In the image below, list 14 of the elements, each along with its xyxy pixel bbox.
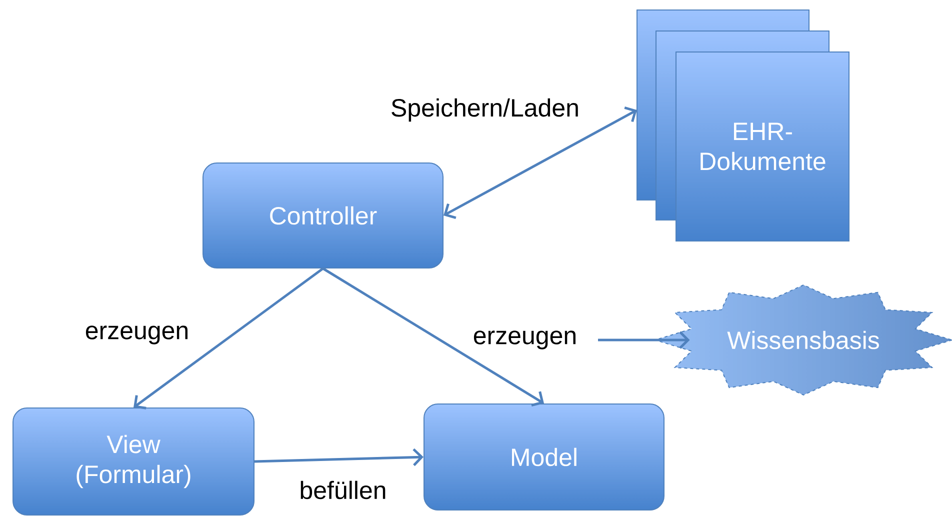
edge-label: erzeugen bbox=[84, 324, 190, 346]
starburst: Wissensbasis bbox=[653, 284, 952, 396]
arrow bbox=[134, 267, 324, 410]
process-box: View (Formular) bbox=[12, 408, 254, 516]
arrow bbox=[254, 448, 424, 466]
document-stack: EHR- Dokumente bbox=[636, 10, 850, 242]
arrow bbox=[598, 331, 690, 349]
arrow bbox=[322, 267, 544, 406]
process-box: Controller bbox=[202, 162, 444, 268]
edge-label: erzeugen bbox=[472, 330, 578, 350]
process-box: Model bbox=[424, 404, 664, 510]
arrow bbox=[444, 106, 637, 220]
edge-label: befüllen bbox=[298, 480, 388, 500]
edge-label: Speichern/Laden bbox=[390, 97, 581, 123]
